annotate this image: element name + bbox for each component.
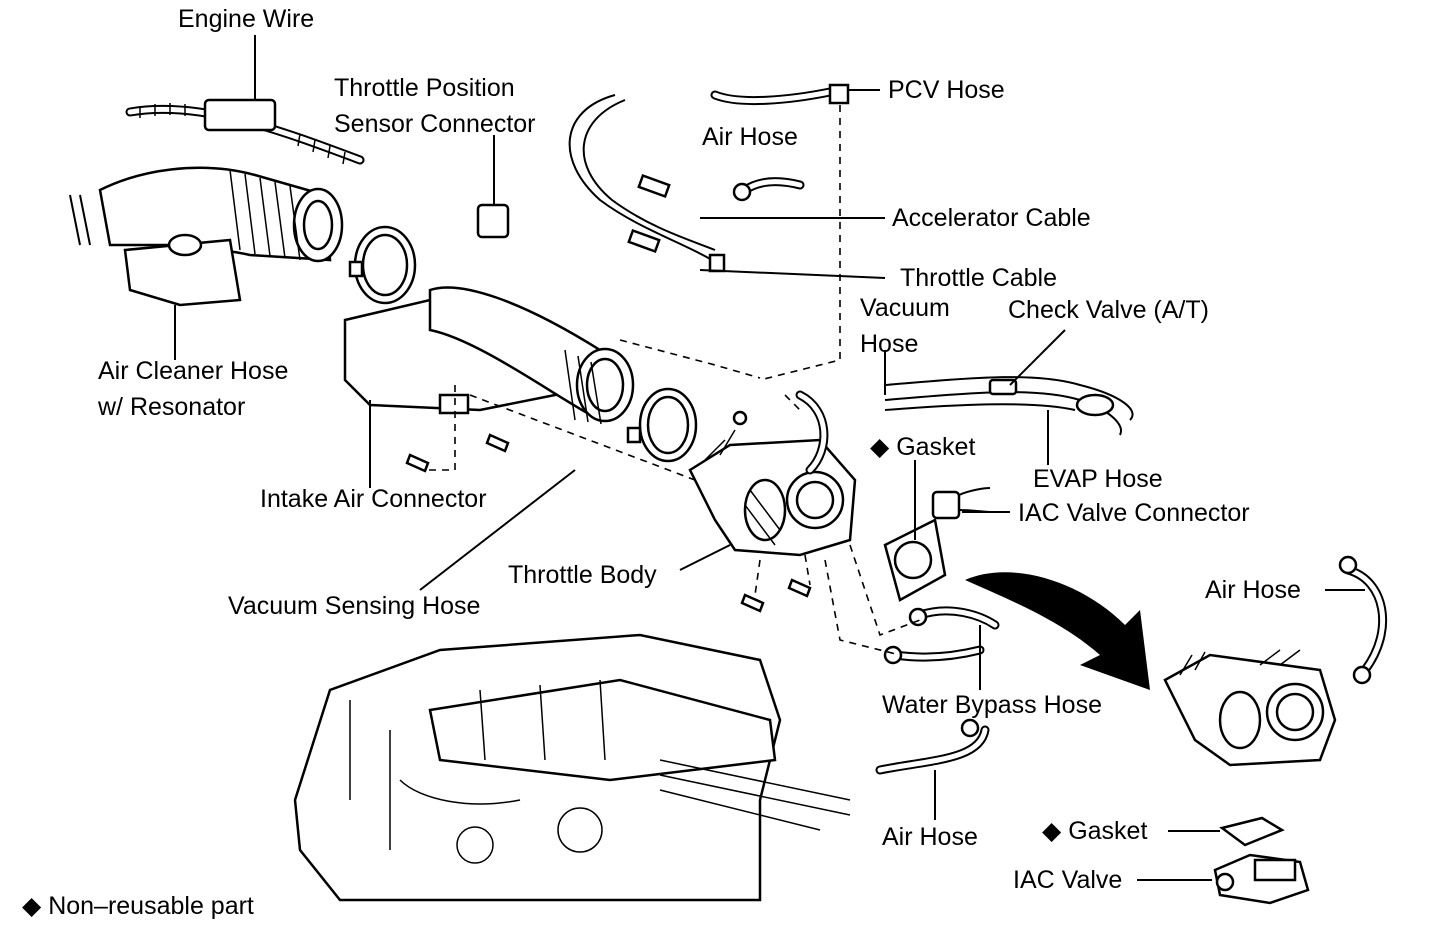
air-hose-top-part [732, 177, 805, 202]
legend-text: Non–reusable part [48, 892, 254, 920]
legend: ◆ Non–reusable part [22, 891, 254, 921]
label-pcv-hose: PCV Hose [888, 76, 1005, 104]
pcv-hose-part [710, 83, 850, 106]
label-tps-connector-line1: Throttle Position [334, 74, 515, 102]
label-evap-hose: EVAP Hose [1033, 465, 1163, 493]
label-throttle-cable: Throttle Cable [900, 264, 1058, 292]
label-accelerator-cable: Accelerator Cable [892, 204, 1091, 232]
label-throttle-body: Throttle Body [508, 561, 657, 589]
label-tps-connector-line2: Sensor Connector [334, 110, 536, 138]
hose-clamp-left [348, 225, 417, 305]
label-gasket-bottom-text: Gasket [1068, 817, 1148, 845]
label-air-hose-top: Air Hose [702, 123, 798, 151]
dashed-assembly-lines [425, 105, 921, 656]
label-check-valve: Check Valve (A/T) [1008, 296, 1209, 324]
accelerator-cable-part [568, 94, 726, 273]
label-air-hose-right: Air Hose [1205, 576, 1301, 604]
gasket-bottom-part [1219, 816, 1285, 847]
non-reusable-marker-icon: ◆ [870, 433, 890, 461]
intake-air-connector-part [343, 286, 635, 425]
engine-wire-harness [125, 98, 365, 165]
label-gasket-top-text: Gasket [896, 433, 976, 461]
label-air-cleaner-hose-line1: Air Cleaner Hose [98, 357, 289, 385]
label-water-bypass-hose: Water Bypass Hose [882, 691, 1102, 719]
gasket-part [883, 518, 947, 602]
air-hose-bottom-part [875, 718, 990, 775]
label-vacuum-hose-line1: Vacuum [860, 294, 950, 322]
label-intake-air-connector: Intake Air Connector [260, 485, 487, 513]
non-reusable-marker-icon: ◆ [22, 892, 42, 920]
label-gasket-bottom: ◆ Gasket [1042, 816, 1147, 846]
throttle-body-part [688, 390, 857, 557]
label-iac-valve-connector: IAC Valve Connector [1018, 499, 1250, 527]
leader-lines [174, 35, 1365, 881]
water-bypass-hoses [883, 606, 1000, 665]
air-cleaner-hose-part [69, 166, 344, 307]
label-iac-valve: IAC Valve [1013, 866, 1123, 894]
engine-block [293, 633, 851, 902]
label-gasket-top: ◆ Gasket [870, 432, 975, 462]
iac-valve-part [1213, 853, 1310, 905]
vacuum-hose-assembly [884, 376, 1134, 436]
assembled-throttle-body [1163, 649, 1337, 767]
label-vacuum-hose-line2: Hose [860, 330, 919, 358]
label-vacuum-sensing-hose: Vacuum Sensing Hose [228, 592, 481, 620]
assembly-arrow [965, 572, 1150, 690]
hose-clamp-right [626, 387, 698, 463]
label-engine-wire: Engine Wire [178, 5, 315, 33]
label-air-hose-bottom: Air Hose [882, 823, 978, 851]
bolts [405, 410, 812, 613]
iac-valve-connector-part [931, 487, 993, 520]
non-reusable-marker-icon: ◆ [1042, 817, 1062, 845]
label-air-cleaner-hose-line2: w/ Resonator [98, 393, 246, 421]
air-hose-right-part [1338, 555, 1388, 685]
